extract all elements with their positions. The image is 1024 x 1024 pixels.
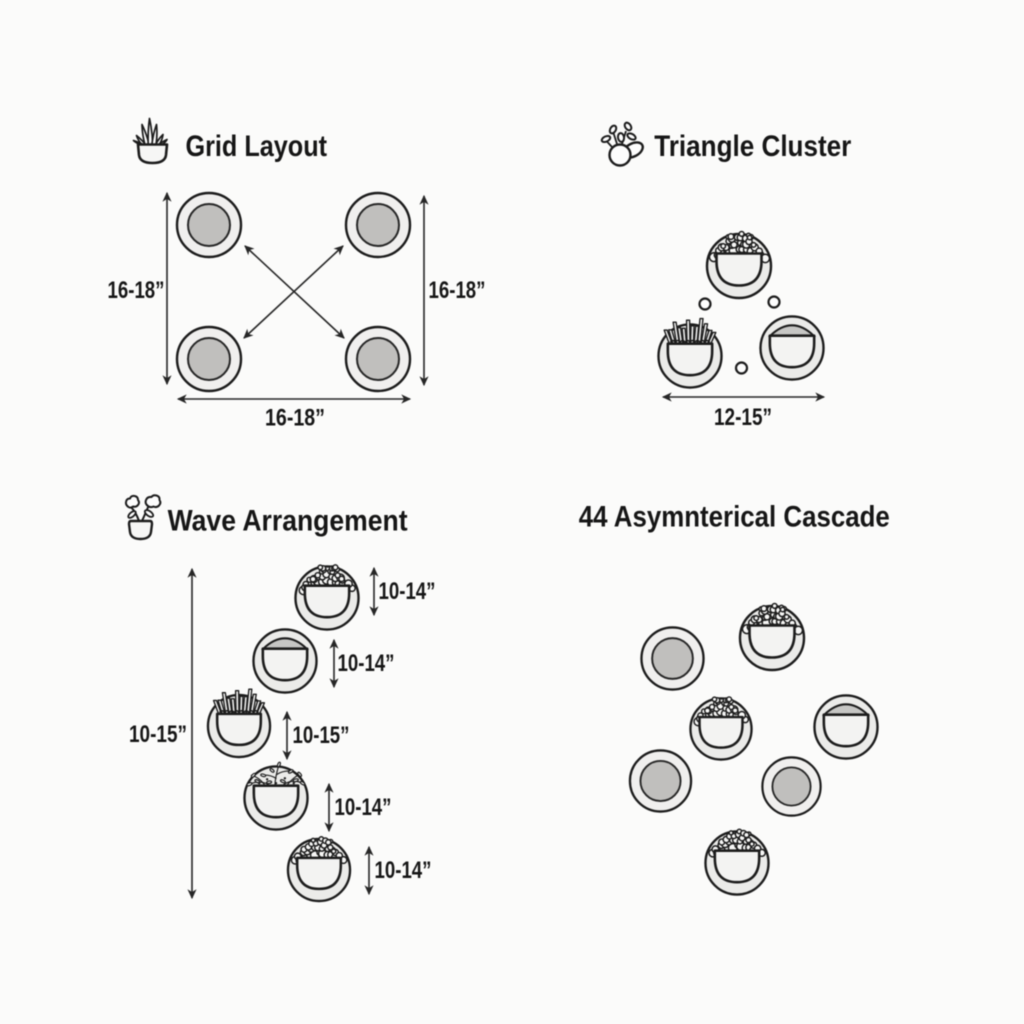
svg-text:10-15”: 10-15” [293,722,350,749]
svg-text:44 Asymnterical Cascade: 44 Asymnterical Cascade [579,501,890,534]
svg-text:Wave Arrangement: Wave Arrangement [168,505,408,538]
svg-text:Grid Layout: Grid Layout [186,130,328,163]
svg-text:10-14”: 10-14” [379,578,436,605]
svg-text:10-15”: 10-15” [129,721,187,748]
svg-text:16-18”: 16-18” [429,277,486,304]
svg-text:10-14”: 10-14” [335,794,392,821]
svg-text:10-14”: 10-14” [338,650,395,677]
svg-text:16-18”: 16-18” [108,277,165,304]
svg-text:12-15”: 12-15” [714,404,772,431]
svg-text:Triangle Cluster: Triangle Cluster [654,130,851,163]
svg-text:10-14”: 10-14” [375,857,432,884]
svg-text:16-18”: 16-18” [265,405,325,432]
